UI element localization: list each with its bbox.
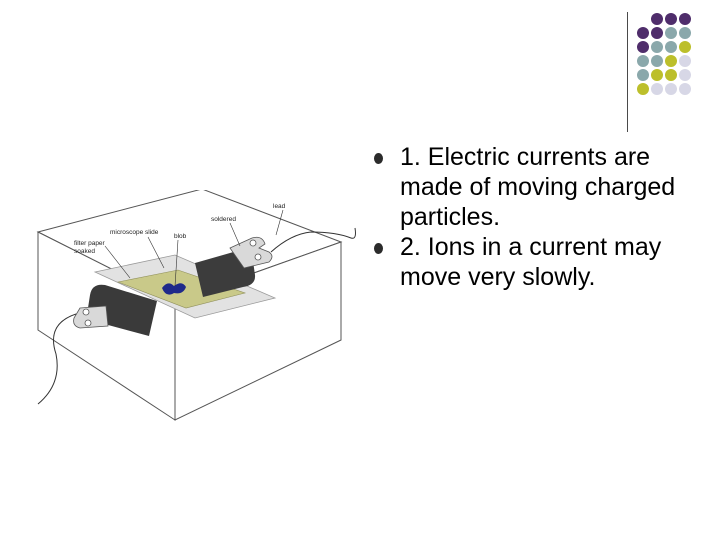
decor-dot [679, 27, 691, 39]
bullet-icon [374, 153, 383, 164]
decor-dot [651, 69, 663, 81]
leader-blob [174, 239, 179, 287]
decor-dot [637, 69, 649, 81]
decor-dot [665, 69, 677, 81]
bullet-item: 2. Ions in a current may move very slowl… [370, 232, 710, 292]
decor-dot [651, 55, 663, 67]
lead-wire-left [37, 313, 77, 405]
decor-dot [665, 83, 677, 95]
decor-dot [637, 41, 649, 53]
decor-dot [637, 83, 649, 95]
label-blob: blob [174, 233, 187, 240]
decor-dot [651, 83, 663, 95]
bullet-item: 1. Electric currents are made of moving … [370, 142, 710, 232]
label-filter-paper: filter paper [74, 240, 106, 247]
leader-microscope-slide [147, 236, 165, 269]
label-soldered: soldered [211, 216, 236, 223]
bullet-list: 1. Electric currents are made of moving … [370, 142, 710, 292]
lead-wire-right [270, 227, 356, 253]
decor-dot [665, 27, 677, 39]
decor-dot [651, 13, 663, 25]
decor-dot [679, 69, 691, 81]
decor-dot [679, 13, 691, 25]
decor-dot [665, 13, 677, 25]
leader-filter-paper [104, 245, 131, 279]
decor-dot [665, 41, 677, 53]
apparatus-diagram: lead soldered microscope slide blob filt… [36, 190, 356, 421]
decor-dot [665, 55, 677, 67]
decor-vertical-line [627, 12, 628, 132]
decor-dot [651, 41, 663, 53]
bullet-text: 2. Ions in a current may move very slowl… [400, 233, 662, 291]
leader-soldered [229, 222, 241, 247]
label-lead: lead [273, 203, 286, 210]
leader-lead [275, 209, 284, 236]
right-clip [195, 236, 273, 297]
decor-dot [679, 41, 691, 53]
label-microscope-slide: microscope slide [110, 229, 159, 236]
decor-dot [651, 27, 663, 39]
decor-dot [679, 55, 691, 67]
decor-dot [637, 55, 649, 67]
blob [162, 283, 186, 295]
bullet-icon [374, 243, 383, 254]
bullet-text: 1. Electric currents are made of moving … [400, 143, 676, 231]
label-soaked: soaked [74, 248, 95, 255]
decor-dot [637, 27, 649, 39]
decor-dot [679, 83, 691, 95]
left-clip [73, 284, 157, 336]
